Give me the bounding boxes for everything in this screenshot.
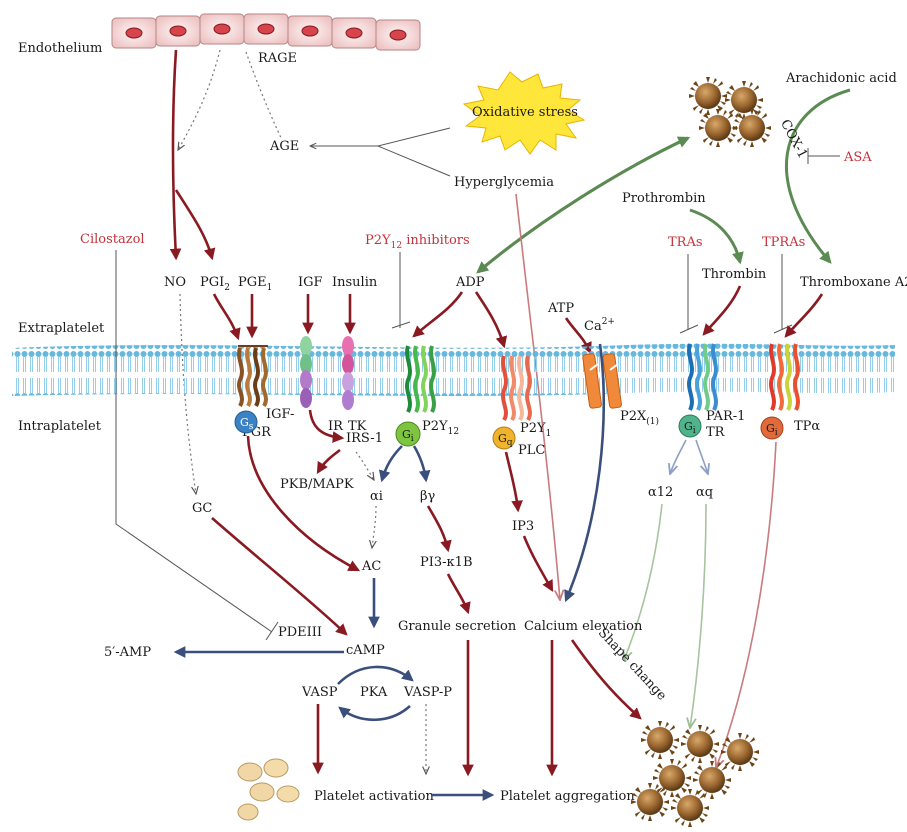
ca-label: Ca2+ xyxy=(584,317,615,334)
no-label: NO xyxy=(164,275,186,290)
alphai-to-ac-dotted xyxy=(372,506,376,548)
rage-label: RAGE xyxy=(258,51,297,66)
pka-label: PKA xyxy=(360,685,388,700)
rage-dotted-arrow xyxy=(178,50,220,150)
granule-secretion-label: Granule secretion xyxy=(398,619,517,634)
cilostazol-label: Cilostazol xyxy=(80,232,145,247)
p2y12-inhibitors-label: P2Y12 inhibitors xyxy=(365,233,470,251)
irs1-to-alphai-dotted xyxy=(356,452,374,480)
par1-to-alpha12-arrow xyxy=(670,440,686,474)
endothelium-label: Endothelium xyxy=(18,41,102,56)
tpa-label: TPα xyxy=(794,419,820,434)
gc-to-camp-arrow xyxy=(212,518,346,634)
p2y12-inhibitor-bar xyxy=(392,322,410,328)
p2y12-label: P2Y12 xyxy=(422,419,459,437)
tras-inhibitor-bar xyxy=(680,325,698,333)
alpha12-label: α12 xyxy=(648,485,673,500)
calcium-elevation-label: Calcium elevation xyxy=(524,619,643,634)
hyperglycemia-to-calcium-arrow xyxy=(516,194,560,600)
endothelium-to-no-arrow xyxy=(173,50,176,258)
age-label: AGE xyxy=(269,139,299,154)
par1-label: PAR-1 xyxy=(706,409,745,424)
irs1-label: IRS-1 xyxy=(346,431,383,446)
irs1-to-pkb-arrow xyxy=(318,450,340,472)
platelet-aggregate-icon xyxy=(631,721,759,827)
asa-label: ASA xyxy=(843,150,872,165)
platelet-activation-label: Platelet activation xyxy=(314,789,434,804)
platelet-membrane xyxy=(12,344,895,396)
pgi2-label: PGI2 xyxy=(200,275,230,293)
par1-to-alphaq-arrow xyxy=(696,440,708,474)
thrombin-to-par1-arrow xyxy=(704,286,740,334)
gs-to-ac-arrow xyxy=(248,436,358,570)
ir-label: IR xyxy=(328,419,344,434)
ac-label: AC xyxy=(361,559,381,574)
alpha-i-label: αi xyxy=(370,489,383,504)
igf-label: IGF xyxy=(298,275,323,290)
tras-label: TRAs xyxy=(668,235,703,250)
thrombin-label: Thrombin xyxy=(702,267,767,282)
hyperglycemia-to-age-line xyxy=(378,146,450,176)
adp-to-p2y1-arrow xyxy=(476,292,504,346)
betagamma-to-pi3-arrow xyxy=(428,506,448,550)
gi-to-alphai-arrow xyxy=(382,446,402,480)
pi3-to-granule-arrow xyxy=(448,574,468,612)
ip3-label: IP3 xyxy=(512,519,534,534)
beta-gamma-label: βγ xyxy=(420,489,436,504)
camp-label: cAMP xyxy=(346,643,385,658)
vasp-p-label: VASP-P xyxy=(403,685,452,700)
alphaq-to-aggregate-arrow xyxy=(690,504,706,728)
5amp-label: 5′-AMP xyxy=(104,645,151,660)
adp-to-p2y12-arrow xyxy=(414,292,462,336)
extraplatelet-label: Extraplatelet xyxy=(18,321,105,336)
adp-label: ADP xyxy=(455,275,485,290)
resting-platelets-icon xyxy=(238,759,299,820)
endothelium-cells xyxy=(112,14,420,50)
endothelium-to-pgi2-arrow xyxy=(176,190,212,258)
pgi2-to-receptor-arrow xyxy=(214,294,238,338)
platelet-aggregation-label: Platelet aggregation xyxy=(500,789,635,804)
p2y1-label: P2Y1 xyxy=(520,421,551,439)
atp-label: ATP xyxy=(547,301,574,316)
vaspp-to-vasp-arrow xyxy=(340,706,410,720)
cox1-label: COX-1 xyxy=(777,117,810,161)
intraplatelet-label: Intraplatelet xyxy=(18,419,102,434)
arachidonic-acid-label: Arachidonic acid xyxy=(785,71,897,86)
igf-receptor-label: IGF- xyxy=(266,407,294,422)
pi3-label: PI3-κ1B xyxy=(420,555,473,570)
hyperglycemia-label: Hyperglycemia xyxy=(454,175,554,190)
vasp-to-vaspp-arrow xyxy=(338,667,412,684)
pge1-label: PGE1 xyxy=(238,275,272,293)
vasp-label: VASP xyxy=(301,685,338,700)
thromboxane-label: Thromboxane A2 xyxy=(800,275,907,290)
tp-to-aggregate-arrow xyxy=(716,442,776,768)
oxidative-to-age-arrow xyxy=(310,128,450,146)
gq-to-ip3-arrow xyxy=(506,452,518,510)
prothrombin-label: Prothrombin xyxy=(622,191,706,206)
p2x-label: P2X(1) xyxy=(620,409,659,427)
tpras-label: TPRAs xyxy=(762,235,805,250)
platelet-cluster-top-icon xyxy=(689,77,771,147)
gi-to-betagamma-arrow xyxy=(414,446,426,480)
alpha12-to-shape-arrow xyxy=(624,504,662,660)
cilostazol-inhibition-bar xyxy=(266,622,278,640)
oxidative-stress-label: Oxidative stress xyxy=(472,105,578,120)
thromboxane-to-tp-arrow xyxy=(786,294,822,336)
pdeiii-label: PDEIII xyxy=(278,625,322,640)
ip3-to-calcium-arrow xyxy=(524,536,552,590)
pkb-mapk-label: PKB/MAPK xyxy=(280,477,354,492)
plc-label: PLC xyxy=(518,443,545,458)
tr-label: TR xyxy=(706,425,726,440)
alpha-q-label: αq xyxy=(696,485,713,500)
asa-inhibition-line xyxy=(808,148,840,164)
insulin-label: Insulin xyxy=(332,275,378,290)
gc-label: GC xyxy=(192,501,212,516)
